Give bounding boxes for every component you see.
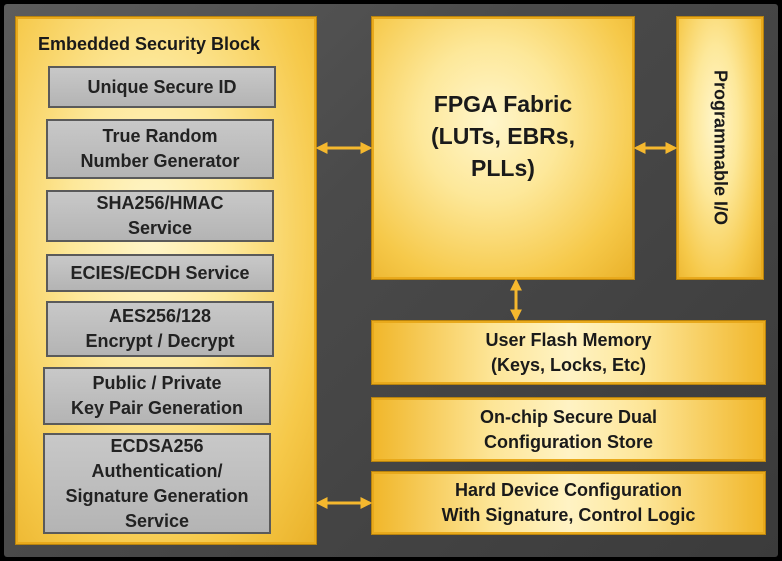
programmable-io-block: Programmable I/O: [677, 17, 763, 279]
ecdsa256-box: ECDSA256 Authentication/ Signature Gener…: [43, 433, 271, 534]
security-block-title: Embedded Security Block: [38, 34, 261, 54]
fpga-fabric-block: FPGA Fabric (LUTs, EBRs, PLLs): [372, 17, 634, 279]
unique-secure-id-box: Unique Secure ID: [48, 66, 276, 108]
secure-dual-configuration-store-block: On-chip Secure Dual Configuration Store: [372, 398, 765, 461]
user-flash-memory-block: User Flash Memory (Keys, Locks, Etc): [372, 321, 765, 384]
programmable-io-label: Programmable I/O: [710, 70, 731, 226]
sha256-hmac-service-box: SHA256/HMAC Service: [46, 190, 274, 242]
fpga-fabric-label: FPGA Fabric (LUTs, EBRs, PLLs): [431, 91, 575, 181]
ecies-ecdh-service-box: ECIES/ECDH Service: [46, 254, 274, 292]
key-pair-generation-box: Public / Private Key Pair Generation: [43, 367, 271, 425]
aes256-128-box: AES256/128 Encrypt / Decrypt: [46, 301, 274, 357]
hard-device-configuration-block: Hard Device Configuration With Signature…: [372, 472, 765, 534]
true-random-number-generator-box: True Random Number Generator: [46, 119, 274, 179]
